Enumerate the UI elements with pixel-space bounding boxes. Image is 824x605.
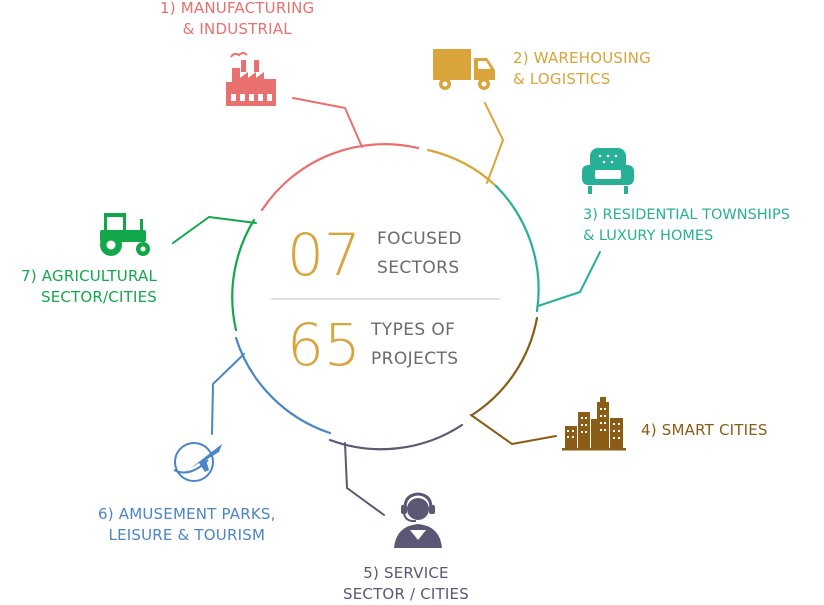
- arc-agricultural: [231, 218, 256, 332]
- connector-warehousing: [484, 102, 504, 184]
- projects-caption: TYPES OF PROJECTS: [371, 316, 458, 374]
- label-residential-line-1: 3) RESIDENTIAL TOWNSHIPS: [583, 207, 790, 223]
- label-amusement-line-1: 6) AMUSEMENT PARKS,: [98, 505, 276, 523]
- arc-manufacturing: [260, 143, 420, 212]
- arc-warehousing: [426, 148, 498, 188]
- label-service-line-1: 5) SERVICE: [363, 564, 449, 582]
- label-service-line-2: SECTOR / CITIES: [343, 585, 469, 603]
- arc-smart-cities: [470, 316, 539, 417]
- connector-manufacturing: [292, 97, 363, 148]
- city-buildings-icon: [562, 397, 626, 451]
- label-residential: 3) RESIDENTIAL TOWNSHIPS & LUXURY HOMES: [583, 205, 790, 247]
- label-agricultural-line-1: 7) AGRICULTURAL: [21, 267, 157, 285]
- arc-amusement: [234, 336, 332, 435]
- label-amusement-line-2: LEISURE & TOURISM: [108, 526, 266, 544]
- label-manufacturing-line-2: & INDUSTRIAL: [182, 20, 292, 38]
- armchair-icon: [582, 148, 634, 194]
- label-smart-cities: 4) SMART CITIES: [641, 420, 768, 441]
- projects-caption-line-1: TYPES OF: [371, 320, 456, 340]
- connector-agricultural: [172, 216, 257, 244]
- sectors-caption-line-2: SECTORS: [377, 258, 460, 278]
- tractor-icon: [100, 213, 150, 256]
- label-manufacturing-line-1: 1) MANUFACTURING: [160, 0, 315, 17]
- sectors-caption: FOCUSED SECTORS: [377, 225, 462, 283]
- label-manufacturing: 1) MANUFACTURING & INDUSTRIAL: [160, 0, 314, 40]
- label-agricultural-line-2: SECTOR/CITIES: [40, 288, 157, 306]
- label-service: 5) SERVICE SECTOR / CITIES: [343, 563, 469, 605]
- factory-icon: [226, 52, 276, 106]
- sectors-caption-line-1: FOCUSED: [377, 229, 462, 249]
- label-residential-line-2: & LUXURY HOMES: [583, 228, 714, 244]
- label-agricultural: 7) AGRICULTURAL SECTOR/CITIES: [0, 266, 157, 308]
- arc-service: [328, 423, 464, 451]
- label-smart-cities-line-1: 4) SMART CITIES: [641, 421, 768, 439]
- connector-residential: [537, 251, 601, 307]
- label-amusement: 6) AMUSEMENT PARKS, LEISURE & TOURISM: [98, 504, 276, 546]
- headset-person-icon: [394, 492, 442, 548]
- truck-icon: [433, 49, 495, 90]
- label-warehousing-line-2: & LOGISTICS: [513, 70, 611, 88]
- airplane-globe-icon: [173, 442, 222, 482]
- arc-residential: [494, 184, 540, 313]
- connector-amusement: [211, 353, 245, 435]
- label-warehousing: 2) WAREHOUSING & LOGISTICS: [513, 48, 651, 90]
- connector-service: [344, 442, 385, 516]
- sectors-count: 07: [287, 221, 361, 289]
- projects-caption-line-2: PROJECTS: [371, 349, 459, 369]
- projects-count: 65: [287, 311, 361, 379]
- connector-smart-cities: [470, 414, 557, 445]
- label-warehousing-line-1: 2) WAREHOUSING: [513, 49, 651, 67]
